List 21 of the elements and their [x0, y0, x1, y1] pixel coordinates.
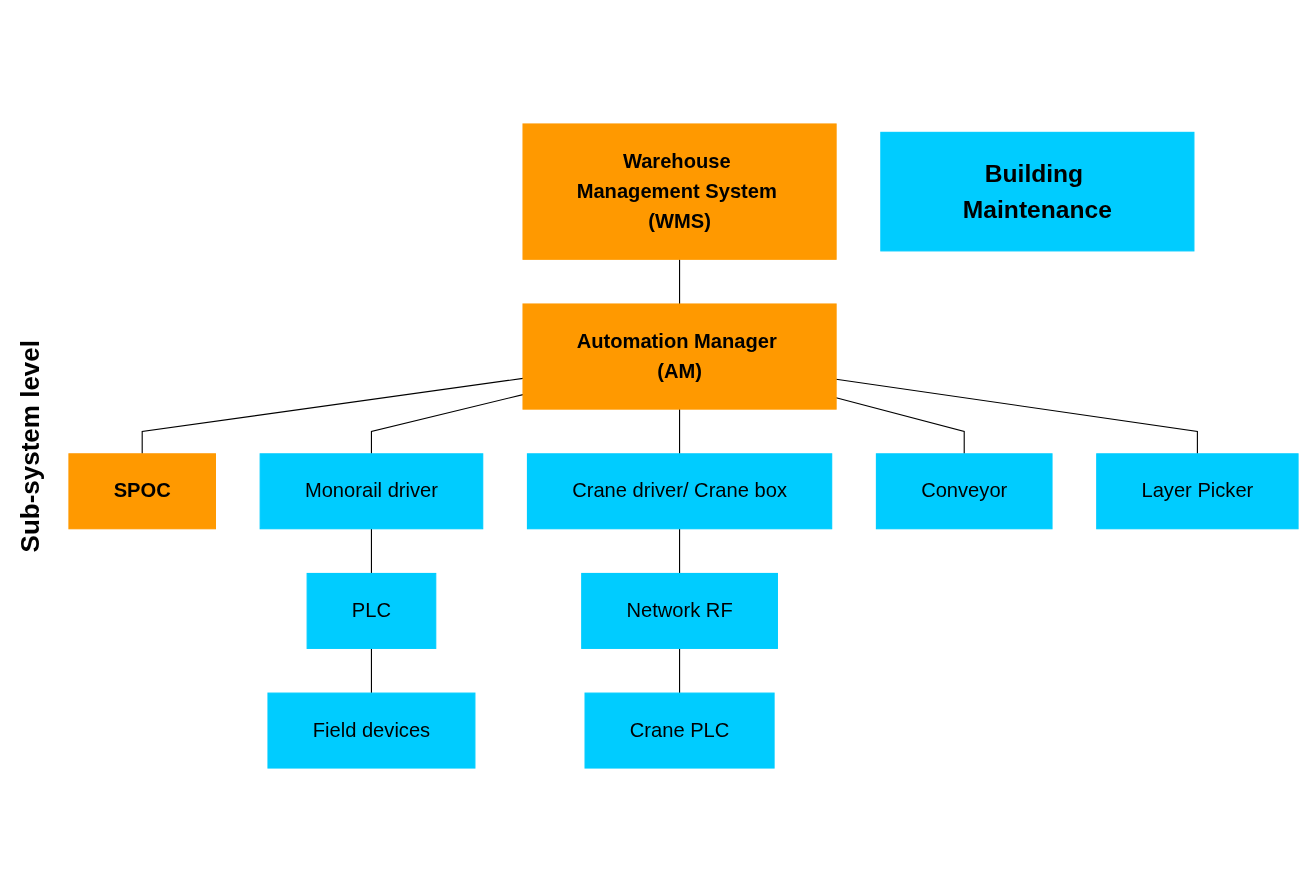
connector — [679, 258, 681, 305]
connector — [679, 408, 681, 455]
node-box: Monorail driver — [259, 453, 484, 530]
node-box: Field devices — [267, 692, 476, 769]
node-box: Building Maintenance — [880, 131, 1195, 252]
node-box: Warehouse Management System (WMS) — [522, 123, 837, 260]
connector — [679, 647, 681, 694]
connector — [370, 528, 372, 575]
node-box: PLC — [306, 572, 437, 649]
connector — [370, 394, 524, 455]
node-box: Crane PLC — [584, 692, 775, 769]
connector — [679, 528, 681, 575]
node-box: SPOC — [68, 453, 216, 530]
connector — [370, 647, 372, 694]
node-box: Layer Picker — [1096, 453, 1299, 530]
node-box: Crane driver/ Crane box — [526, 453, 833, 530]
node-box: Conveyor — [875, 453, 1053, 530]
node-box: Automation Manager (AM) — [522, 303, 837, 410]
node-box: Network RF — [581, 572, 778, 649]
level-label: Sub-system level — [14, 339, 46, 553]
connector — [141, 377, 524, 455]
